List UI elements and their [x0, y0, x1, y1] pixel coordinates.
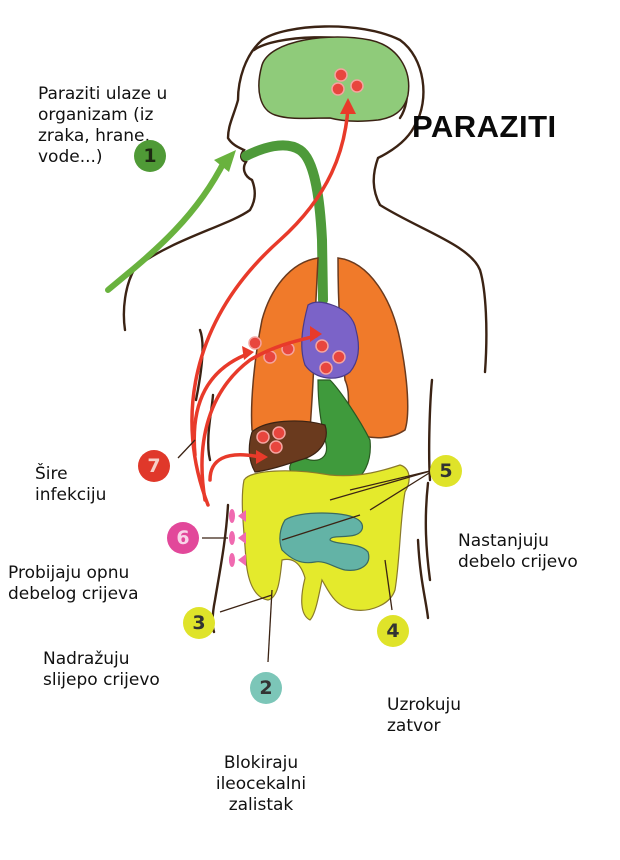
step-7-badge: 7 — [138, 450, 170, 482]
liver-parasites — [256, 426, 286, 454]
callout-lines — [177, 439, 435, 663]
arrowheads — [242, 98, 356, 464]
spread-arrows — [190, 106, 350, 507]
small-intestine — [279, 512, 370, 571]
brain — [258, 36, 410, 123]
step-5-badge: 5 — [430, 455, 462, 487]
step-2-badge: 2 — [250, 672, 282, 704]
step-1-badge: 1 — [134, 140, 166, 172]
step-4-badge: 4 — [377, 615, 409, 647]
perforation-marks — [229, 509, 246, 567]
lung-parasites — [248, 336, 295, 364]
step-3-badge: 3 — [183, 607, 215, 639]
entry-arrow — [105, 150, 236, 293]
brain-parasites — [331, 68, 364, 96]
step-6-badge: 6 — [167, 522, 199, 554]
heart-parasites — [315, 339, 346, 375]
page-title: PARAZITI — [412, 109, 557, 144]
airway — [241, 140, 328, 305]
